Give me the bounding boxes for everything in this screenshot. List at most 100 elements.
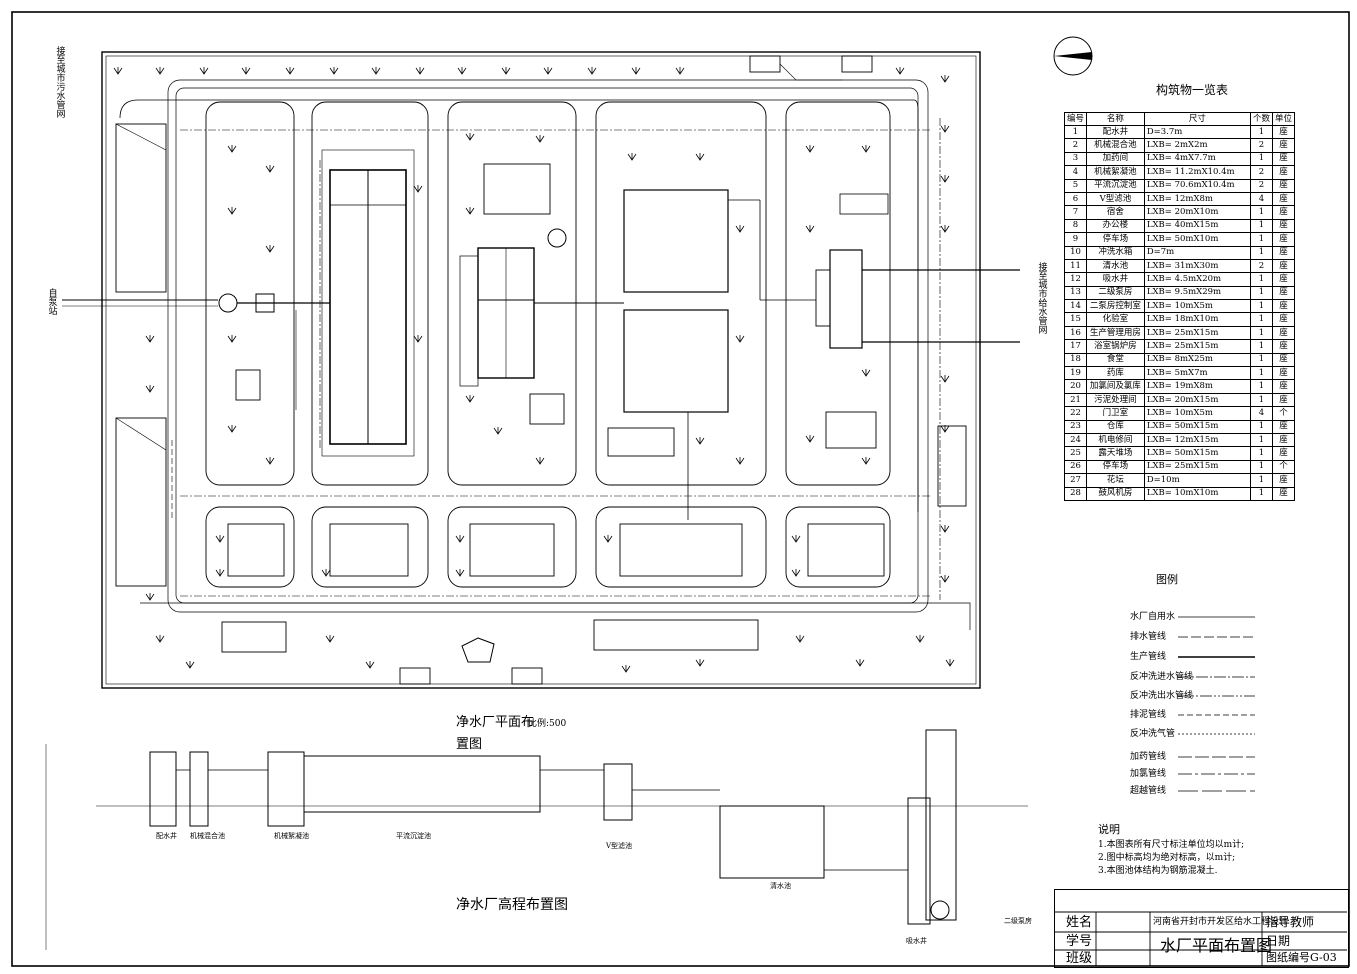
cell-no: 28	[1063, 486, 1088, 501]
legend-item: 反冲洗进水管线	[1130, 672, 1194, 682]
cell-name: 生产管理用房	[1086, 325, 1145, 341]
cell-name: V型滤池	[1086, 191, 1145, 207]
legend-item: 排泥管线	[1130, 710, 1167, 720]
cell-unit: 个	[1271, 406, 1296, 421]
profile-label: 清水池	[770, 882, 791, 890]
cell-count: 1	[1249, 432, 1273, 448]
profile-title: 净水厂高程布置图	[456, 897, 568, 913]
header-no: 编号	[1063, 112, 1088, 126]
cell-no: 9	[1063, 232, 1088, 247]
cell-count: 1	[1249, 285, 1273, 301]
cell-size: LXB= 25mX15m	[1143, 325, 1251, 341]
cell-no: 1	[1063, 124, 1088, 140]
cell-unit: 座	[1271, 339, 1296, 354]
cell-name: 机电修间	[1086, 432, 1145, 448]
cell-no: 14	[1063, 299, 1088, 314]
cell-unit: 座	[1271, 165, 1296, 180]
cell-name: 加氯间及氯库	[1086, 379, 1145, 394]
cell-size: LXB= 25mX15m	[1143, 339, 1251, 354]
cell-name: 清水池	[1086, 258, 1145, 274]
cell-no: 8	[1063, 218, 1088, 234]
sewer-outlet-label: 接至城市污水管网	[54, 46, 65, 118]
cell-name: 机械絮凝池	[1086, 165, 1145, 180]
cell-count: 1	[1249, 352, 1273, 368]
cell-no: 15	[1063, 312, 1088, 327]
cell-no: 23	[1063, 419, 1088, 434]
cell-count: 1	[1249, 245, 1273, 260]
cell-name: 仓库	[1086, 419, 1145, 434]
cell-count: 1	[1249, 392, 1273, 408]
cell-name: 冲洗水箱	[1086, 245, 1145, 260]
cell-size: LXB= 31mX30m	[1143, 258, 1251, 274]
cell-size: LXB= 12mX15m	[1143, 432, 1251, 448]
cell-unit: 座	[1271, 379, 1296, 394]
cell-size: LXB= 12mX8m	[1143, 191, 1251, 207]
legend-item: 水厂自用水	[1130, 612, 1176, 622]
title-block-grid	[1054, 911, 1347, 966]
cell-unit: 座	[1271, 392, 1296, 408]
header-name: 名称	[1086, 112, 1145, 126]
legend-item: 反冲洗气管	[1130, 729, 1176, 739]
title-block	[1054, 889, 1349, 968]
cell-unit: 座	[1271, 432, 1296, 448]
legend-lines	[1178, 616, 1255, 792]
name-label: 姓名	[1066, 915, 1093, 930]
cell-name: 停车场	[1086, 459, 1145, 475]
cell-name: 污泥处理间	[1086, 392, 1145, 408]
cell-count: 4	[1249, 191, 1273, 207]
cell-unit: 座	[1271, 205, 1296, 220]
cell-no: 20	[1063, 379, 1088, 394]
cell-unit: 座	[1271, 325, 1296, 341]
cell-no: 4	[1063, 165, 1088, 180]
cell-count: 1	[1249, 312, 1273, 327]
header-count: 个数	[1249, 112, 1273, 126]
cell-unit: 座	[1271, 151, 1296, 167]
cell-no: 19	[1063, 366, 1088, 381]
profile-label: 配水井	[156, 832, 177, 840]
cell-name: 二级泵房	[1086, 285, 1145, 301]
cell-no: 12	[1063, 272, 1088, 287]
cell-size: LXB= 8mX25m	[1143, 352, 1251, 368]
plan-scale: 比例:500	[528, 719, 567, 729]
cell-count: 1	[1249, 379, 1273, 394]
profile-label: 二级泵房	[1004, 917, 1032, 925]
cell-unit: 座	[1271, 191, 1296, 207]
elevation-profile	[45, 729, 1028, 950]
cell-size: LXB= 19mX8m	[1143, 379, 1251, 394]
profile-label: V型滤池	[606, 842, 633, 850]
plan-title-line2: 置图	[456, 737, 483, 752]
cell-unit: 座	[1271, 138, 1296, 153]
cell-size: LXB= 11.2mX10.4m	[1143, 165, 1251, 180]
cell-name: 办公楼	[1086, 218, 1145, 234]
note-item: 3.本图池体结构为钢筋混凝土.	[1098, 866, 1218, 876]
cell-no: 5	[1063, 178, 1088, 193]
cell-size: LXB= 25mX15m	[1143, 459, 1251, 475]
header-unit: 单位	[1271, 112, 1296, 126]
cell-count: 2	[1249, 165, 1273, 180]
cell-name: 二泵房控制室	[1086, 299, 1145, 314]
cell-count: 4	[1249, 406, 1273, 421]
cell-no: 21	[1063, 392, 1088, 408]
note-item: 2.图中标高均为绝对标高，以m计;	[1098, 853, 1236, 863]
cell-unit: 座	[1271, 446, 1296, 461]
cell-name: 平流沉淀池	[1086, 178, 1145, 193]
cell-size: D=10m	[1143, 473, 1251, 488]
cell-count: 1	[1249, 124, 1273, 140]
cell-no: 25	[1063, 446, 1088, 461]
cell-size: LXB= 10mX5m	[1143, 299, 1251, 314]
cell-name: 露天堆场	[1086, 446, 1145, 461]
cell-count: 1	[1249, 232, 1273, 247]
cell-name: 鼓风机房	[1086, 486, 1145, 501]
cell-no: 26	[1063, 459, 1088, 475]
cell-name: 花坛	[1086, 473, 1145, 488]
